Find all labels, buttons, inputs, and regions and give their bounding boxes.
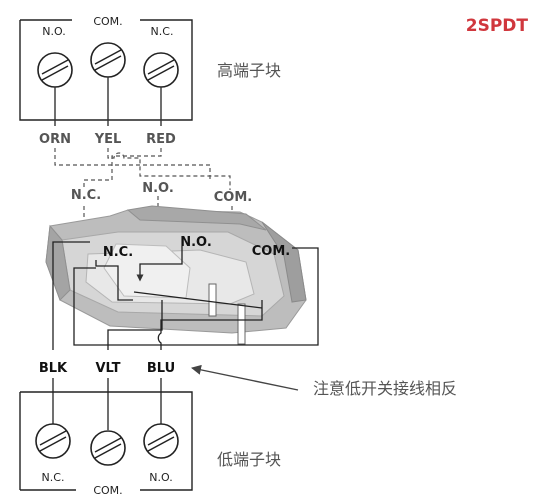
high-terminal-label-nc: N.C. [151, 25, 174, 38]
high-screw-com [90, 42, 126, 78]
reverse-wiring-note: 注意低开关接线相反 [313, 379, 457, 398]
low-switch-wiring [52, 241, 319, 350]
upper-switch-label-no: N.O. [142, 181, 174, 196]
high-terminal-label-com: COM. [93, 15, 122, 28]
upper-switch-label-com: COM. [214, 190, 252, 205]
switch-body-illustration [45, 205, 307, 345]
low-terminal-label-no: N.O. [149, 471, 172, 484]
wire-label-vlt: VLT [95, 361, 120, 376]
low-screw-no [143, 423, 179, 459]
high-terminal-label-no: N.O. [42, 25, 65, 38]
low-terminal-label-nc: N.C. [42, 471, 65, 484]
high-block-label: 高端子块 [217, 61, 281, 80]
upper-switch-label-nc: N.C. [71, 188, 101, 203]
low-screw-nc [35, 423, 71, 459]
low-screw-com [90, 430, 126, 466]
wire-label-blu: BLU [147, 361, 175, 376]
high-screw-no [37, 52, 73, 88]
annotation-arrow [191, 364, 299, 391]
diagram-title: 2SPDT [466, 16, 529, 36]
wire-label-yel: YEL [94, 132, 122, 147]
low-terminal-label-com: COM. [93, 484, 122, 497]
low-block-label: 低端子块 [217, 450, 281, 469]
wire-label-red: RED [146, 132, 176, 147]
lower-switch-label-no: N.O. [180, 235, 212, 250]
high-block-outline [19, 19, 193, 121]
high-screw-nc [143, 52, 179, 88]
wire-label-blk: BLK [39, 361, 68, 376]
wire-label-orn: ORN [39, 132, 71, 147]
lower-switch-label-nc: N.C. [103, 245, 133, 260]
high-terminal-block: N.O. COM. N.C. [19, 15, 193, 126]
low-terminal-block: N.C. COM. N.O. [19, 378, 193, 497]
low-block-outline [20, 391, 193, 491]
lower-switch-label-com: COM. [252, 244, 290, 259]
